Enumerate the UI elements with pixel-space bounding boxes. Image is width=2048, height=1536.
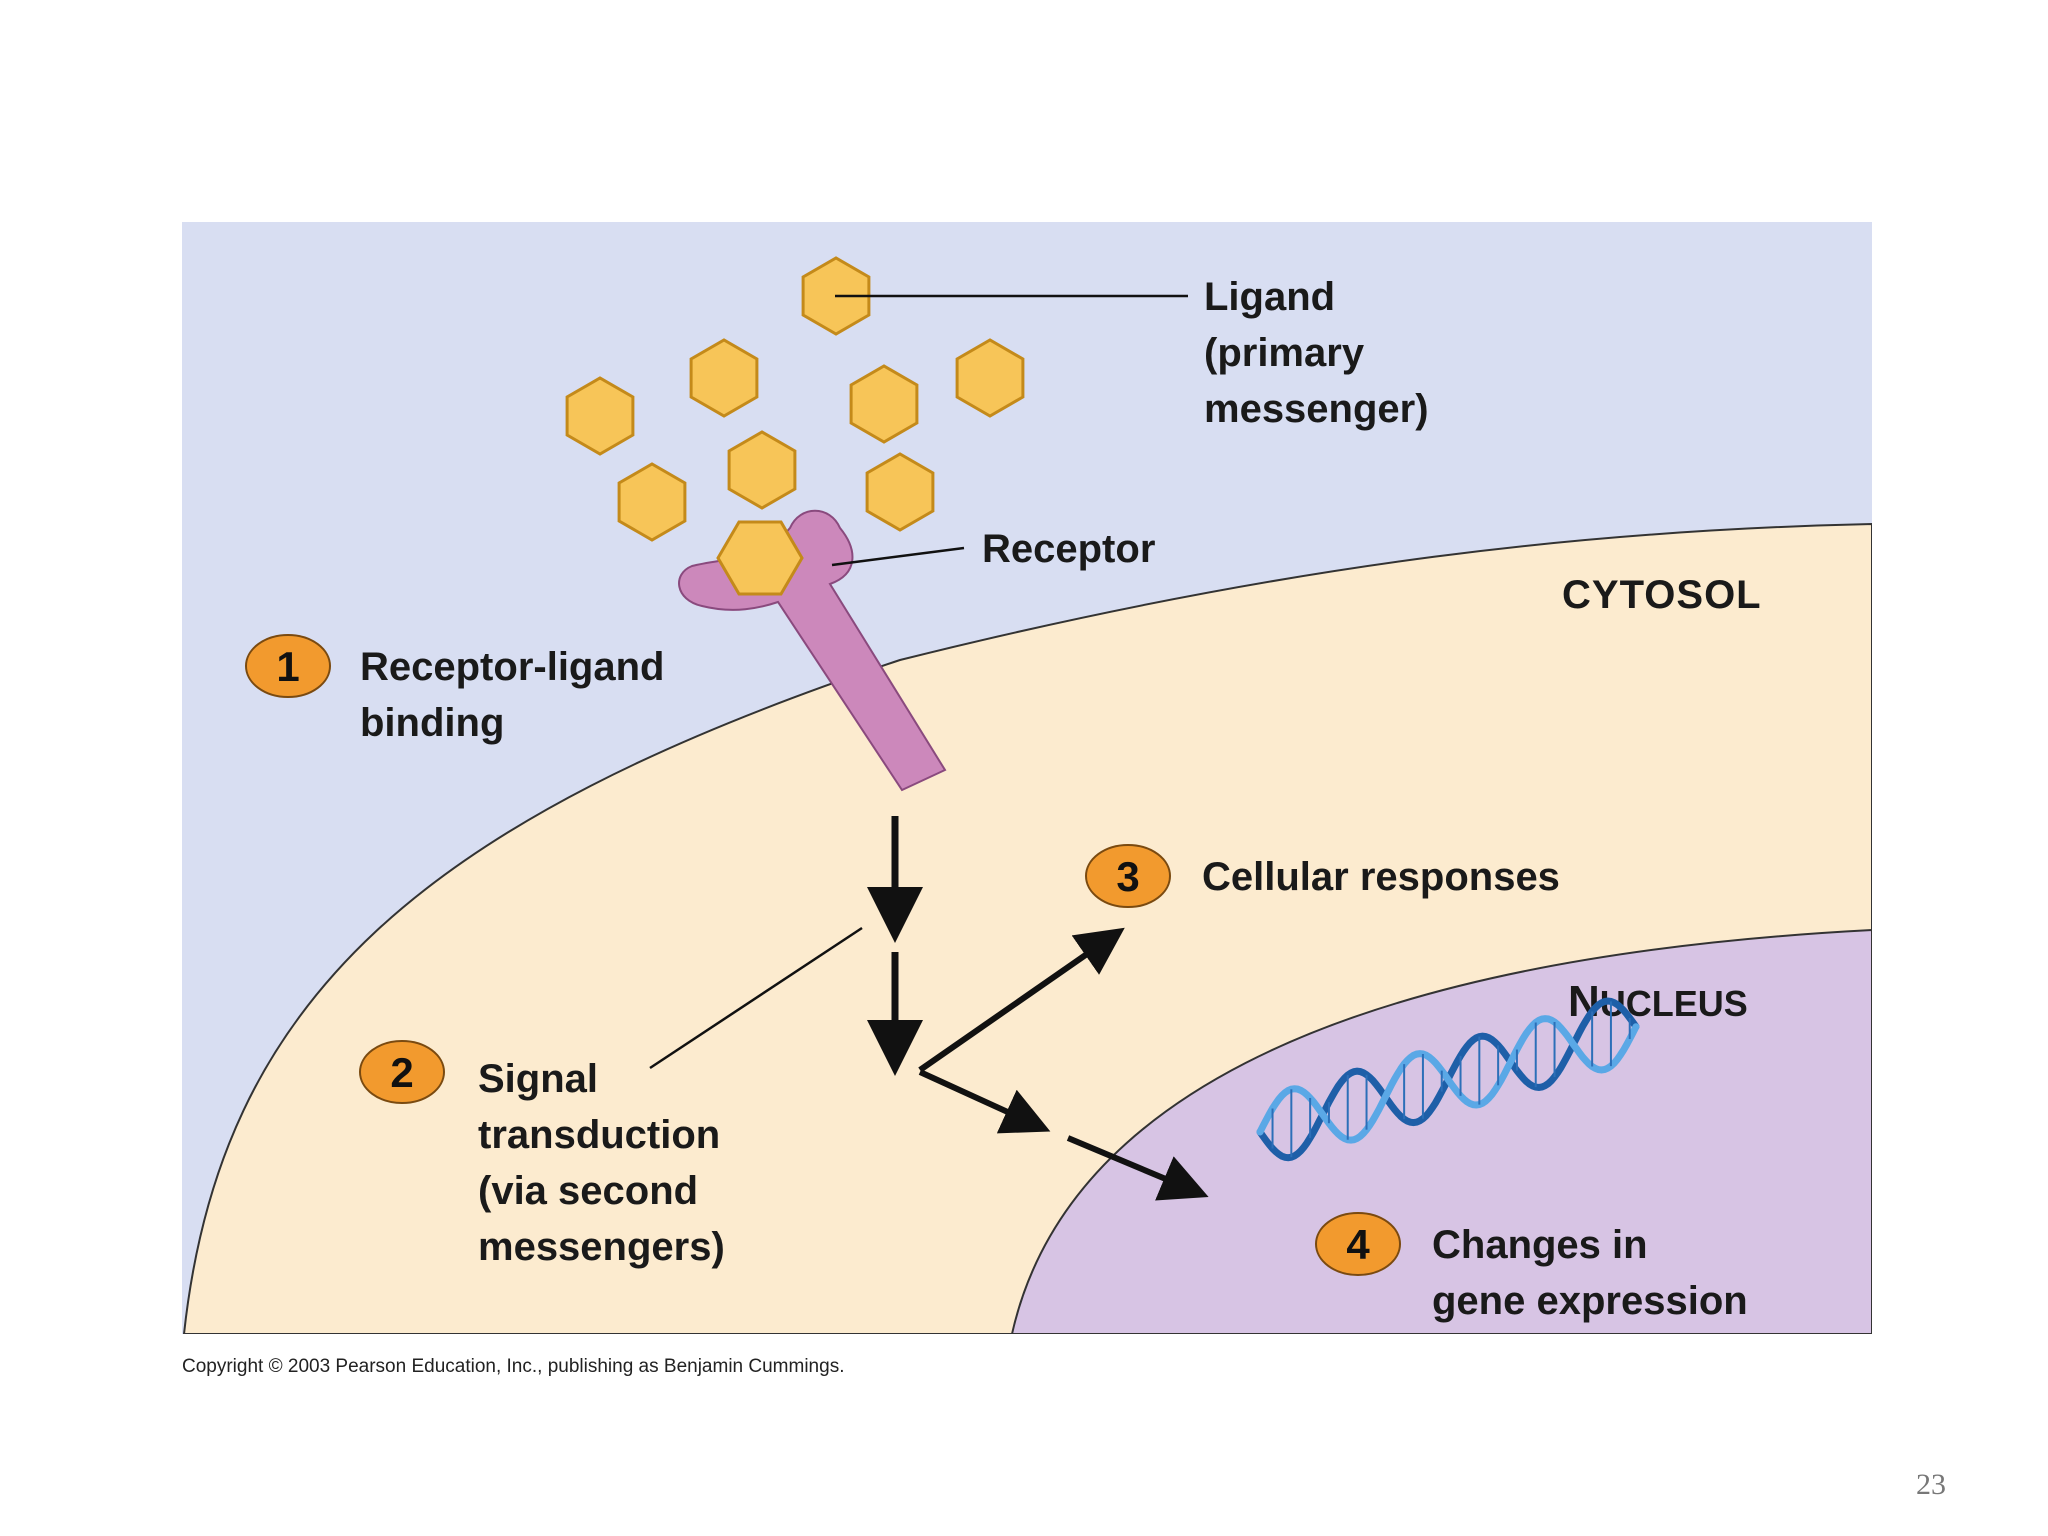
- ligand-molecule: [865, 452, 935, 532]
- step-4-text-1: Changes in: [1432, 1223, 1648, 1267]
- step-3-text-1: Cellular responses: [1202, 855, 1560, 899]
- step-2-number: 2: [390, 1049, 413, 1096]
- step-2-leader-line: [649, 926, 863, 1070]
- cytosol-label: CYTOSOL: [1562, 573, 1762, 617]
- copyright-notice: Copyright © 2003 Pearson Education, Inc.…: [182, 1356, 844, 1377]
- nucleus-label: NUCLEUS: [1568, 977, 1748, 1026]
- step-1: 1 Receptor-ligand binding: [245, 634, 664, 745]
- receptor-protein: [678, 509, 947, 792]
- step-2-text-2: transduction: [478, 1113, 720, 1157]
- bound-ligand: [716, 520, 804, 596]
- dna-helix: [1256, 997, 1640, 1162]
- ligand-group: [565, 256, 1025, 542]
- receptor-leader-line: [831, 546, 965, 567]
- step-4-text-2: gene expression: [1432, 1279, 1748, 1323]
- step-4-number: 4: [1346, 1221, 1370, 1268]
- step-1-text-2: binding: [360, 701, 504, 745]
- ligand-label-2: (primary: [1204, 331, 1365, 375]
- arrow-to-nucleus-1: [918, 1069, 1051, 1134]
- ligand-molecule: [565, 376, 635, 456]
- step-4-badge: [1315, 1212, 1401, 1276]
- step-3: 3 Cellular responses: [1085, 844, 1560, 908]
- step-2-text-1: Signal: [478, 1057, 598, 1101]
- step-1-text-1: Receptor-ligand: [360, 645, 664, 689]
- nucleus-region: [1010, 928, 1872, 1334]
- ligand-molecule: [849, 364, 919, 444]
- arrow-to-nucleus-2: [1066, 1135, 1209, 1201]
- ligand-label-1: Ligand: [1204, 275, 1335, 319]
- receptor-label: Receptor: [982, 527, 1155, 571]
- ligand-molecule: [955, 338, 1025, 418]
- step-2-text-4: messengers): [478, 1225, 725, 1269]
- step-3-badge: [1085, 844, 1171, 908]
- step-2-text-3: (via second: [478, 1169, 698, 1213]
- figure-panel: [182, 222, 1872, 1334]
- ligand-molecule: [689, 338, 759, 418]
- arrow-to-responses: [918, 927, 1125, 1073]
- signal-arrows: [867, 816, 1209, 1201]
- step-4: 4 Changes in gene expression: [1315, 1212, 1748, 1323]
- step-2: 2 Signal transduction (via second messen…: [359, 1040, 725, 1269]
- dna-strand: [1256, 1015, 1640, 1144]
- step-3-number: 3: [1116, 853, 1139, 900]
- nucleus-label-rest: UCLEUS: [1600, 983, 1748, 1024]
- step-1-number: 1: [276, 643, 299, 690]
- page-number: 23: [1916, 1468, 1946, 1501]
- ligand-molecule: [617, 462, 687, 542]
- step-1-badge: [245, 634, 331, 698]
- ligand-molecule: [727, 430, 797, 510]
- step-2-badge: [359, 1040, 445, 1104]
- ligand-label-3: messenger): [1204, 387, 1429, 431]
